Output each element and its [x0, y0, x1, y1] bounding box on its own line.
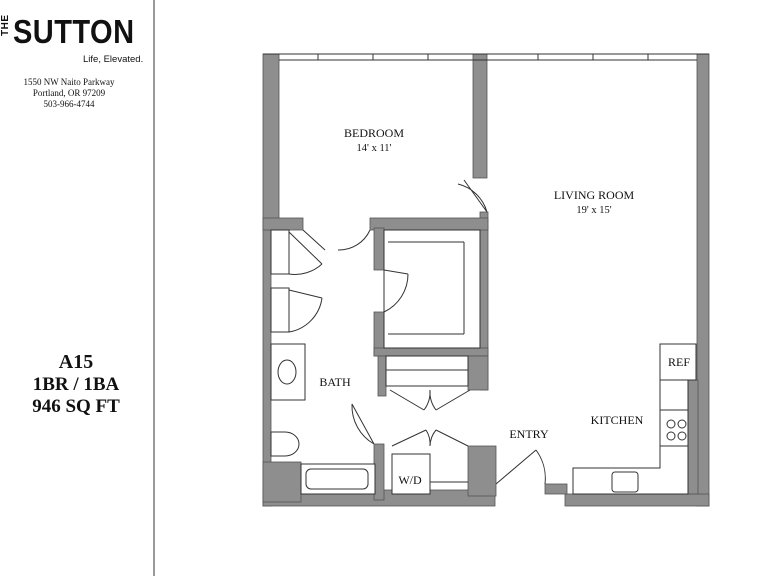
bath-sink	[277, 359, 297, 385]
wall-closet-left	[373, 227, 385, 271]
door-bath-main	[351, 403, 375, 445]
closet-hall	[385, 355, 469, 387]
fridge-box	[659, 343, 697, 381]
burner-2	[677, 419, 687, 429]
closet-linen-1	[270, 229, 290, 275]
wall-bottom-right	[564, 493, 710, 507]
brand-name: SUTTON	[13, 13, 135, 50]
closet-linen-2	[270, 287, 290, 333]
wall-entry-stub	[544, 483, 568, 495]
washer-dryer-box	[391, 453, 431, 495]
info-sidebar: THE SUTTON Life, Elevated. 1550 NW Naito…	[0, 0, 154, 576]
door-linen-2	[288, 289, 323, 333]
room-dims-bedroom: 14' x 11'	[357, 143, 392, 154]
kitchen-sink	[611, 471, 639, 493]
address-street: 1550 NW Naito Parkway	[23, 77, 115, 87]
wall-bath-stub	[262, 461, 302, 503]
unit-info: A15 1BR / 1BA 946 SQ FT	[0, 350, 152, 418]
address-phone: 503-966-4744	[43, 99, 95, 109]
door-bath	[302, 229, 371, 251]
sidebar-divider	[153, 0, 155, 576]
window-strip	[263, 53, 709, 61]
closet-bedroom	[383, 229, 481, 349]
floor-plan: BEDROOM 14' x 11' LIVING ROOM 19' x 15' …	[155, 0, 768, 576]
room-label-ref: REF	[668, 355, 690, 369]
room-label-wd: W/D	[398, 473, 422, 487]
wall-wd-right	[467, 445, 497, 497]
unit-size: 946 SQ FT	[32, 396, 120, 417]
address-block: 1550 NW Naito Parkway Portland, OR 97209…	[0, 77, 138, 110]
bath-toilet	[270, 431, 300, 457]
room-label-living: LIVING ROOM	[554, 188, 635, 202]
door-closet-hall	[389, 389, 471, 411]
bath-vanity	[270, 343, 306, 401]
wall-closet-low	[377, 355, 387, 397]
wall-kitchen-right	[687, 379, 699, 495]
wall-left-upper	[262, 53, 280, 231]
brand-tagline: Life, Elevated.	[83, 54, 144, 65]
room-label-bedroom: BEDROOM	[344, 126, 404, 140]
brand-prefix: THE	[0, 14, 11, 37]
address-city: Portland, OR 97209	[32, 88, 106, 98]
door-bedroom	[457, 179, 488, 213]
burner-3	[666, 431, 676, 441]
room-label-kitchen: KITCHEN	[591, 413, 644, 427]
kitchen-counter	[572, 379, 689, 495]
door-linen-1	[288, 231, 323, 275]
brand-logo: THE SUTTON Life, Elevated.	[0, 14, 150, 70]
door-laundry	[391, 429, 469, 447]
burner-1	[666, 419, 676, 429]
wall-bedroom-bottom	[262, 217, 304, 231]
wall-right	[696, 53, 710, 507]
room-label-entry: ENTRY	[509, 427, 549, 441]
door-entry	[495, 449, 546, 485]
burner-4	[677, 431, 687, 441]
unit-name: A15	[58, 351, 94, 373]
room-label-bath: BATH	[319, 375, 351, 389]
unit-type: 1BR / 1BA	[32, 374, 120, 395]
room-dims-living: 19' x 15'	[576, 205, 611, 216]
floor-plan-drawing: BEDROOM 14' x 11' LIVING ROOM 19' x 15' …	[262, 53, 710, 507]
wall-closet-top	[369, 217, 489, 231]
door-closet-bedroom	[383, 269, 409, 313]
wall-bedroom-divider	[472, 53, 488, 179]
wall-closet-mid	[373, 347, 489, 357]
wall-closet-low-right	[467, 355, 489, 391]
